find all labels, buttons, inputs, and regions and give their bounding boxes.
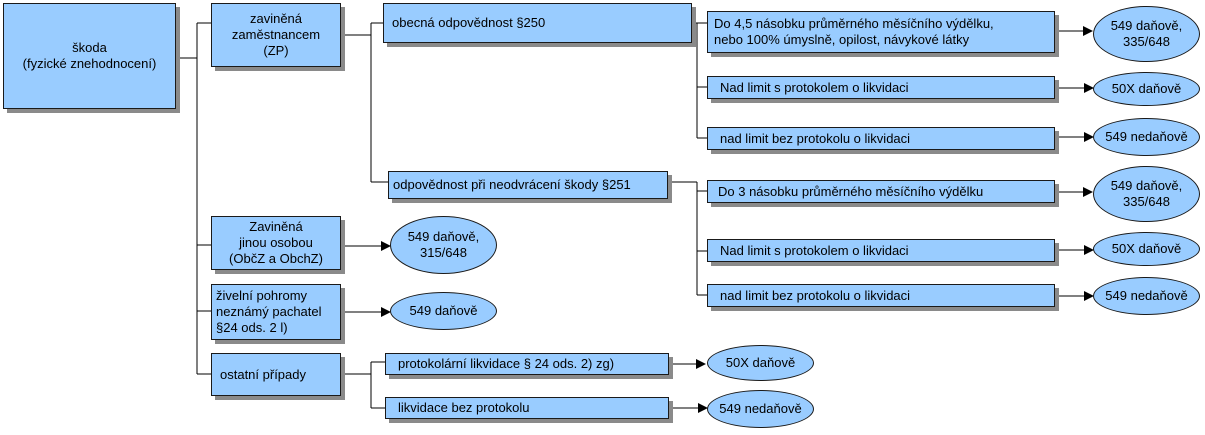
neodvraceni-limit-label: Do 3 násobku průměrného měsíčního výdělk… — [718, 183, 984, 199]
obecna-bez-protokolu-result-label: 549 nedaňově — [1105, 129, 1188, 144]
obecna-limit-node: Do 4,5 násobku průměrného měsíčního výdě… — [707, 11, 1055, 53]
zp-node: zaviněná zaměstnancem (ZP) — [211, 3, 341, 67]
jina-osoba-node: Zaviněná jinou osobou (ObčZ a ObchZ) — [211, 216, 341, 270]
neodvraceni-s-protokolem-result-label: 50X daňově — [1111, 241, 1182, 256]
protokolarni-node: protokolární likvidace § 24 ods. 2) zg) — [385, 353, 669, 375]
jina-osoba-result-label: 549 daňově, 315/648 — [407, 229, 480, 260]
neodvraceni-s-protokolem-label: Nad limit s protokolem o likvidaci — [720, 242, 909, 258]
zp-label: zaviněná zaměstnancem (ZP) — [231, 11, 321, 58]
obecna-limit-result: 549 daňově, 335/648 — [1093, 6, 1200, 62]
obecna-s-protokolem-result-label: 50X daňově — [1111, 81, 1182, 96]
protokolarni-result-label: 50X daňově — [725, 355, 796, 370]
zivelni-result: 549 daňově — [390, 292, 497, 330]
neodvraceni-bez-protokolu-node: nad limit bez protokolu o likvidaci — [707, 284, 1055, 307]
protokolarni-result: 50X daňově — [707, 345, 814, 381]
neodvraceni-bez-protokolu-result: 549 nedaňově — [1093, 277, 1200, 315]
zivelni-label: živelní pohromy neznámý pachatel §24 ods… — [216, 288, 322, 335]
obecna-s-protokolem-label: Nad limit s protokolem o likvidaci — [720, 79, 909, 95]
zivelni-node: živelní pohromy neznámý pachatel §24 ods… — [211, 284, 341, 340]
bez-protokolu-node: likvidace bez protokolu — [385, 397, 669, 419]
neodvraceni-bez-protokolu-result-label: 549 nedaňově — [1105, 288, 1188, 303]
jina-osoba-result: 549 daňově, 315/648 — [390, 216, 497, 274]
obecna-bez-protokolu-label: nad limit bez protokolu o likvidaci — [720, 130, 911, 146]
neodvraceni-limit-result-label: 549 daňově, 335/648 — [1110, 178, 1183, 209]
obecna-limit-label: Do 4,5 násobku průměrného měsíčního výdě… — [714, 16, 994, 47]
neodvraceni-limit-node: Do 3 násobku průměrného měsíčního výdělk… — [707, 180, 1055, 203]
zivelni-result-label: 549 daňově — [409, 303, 478, 318]
ostatni-label: ostatní případy — [220, 366, 306, 382]
neodvraceni-node: odpovědnost při neodvrácení škody §251 — [388, 171, 668, 199]
obecna-limit-result-label: 549 daňově, 335/648 — [1110, 18, 1183, 49]
obecna-label: obecná odpovědnost §250 — [392, 15, 546, 30]
obecna-bez-protokolu-result: 549 nedaňově — [1093, 118, 1200, 156]
obecna-bez-protokolu-node: nad limit bez protokolu o likvidaci — [707, 127, 1055, 150]
neodvraceni-s-protokolem-node: Nad limit s protokolem o likvidaci — [707, 239, 1055, 262]
protokolarni-label: protokolární likvidace § 24 ods. 2) zg) — [398, 356, 615, 371]
neodvraceni-limit-result: 549 daňově, 335/648 — [1093, 166, 1200, 222]
root-label: škoda (fyzické znehodnocení) — [22, 40, 157, 71]
obecna-s-protokolem-node: Nad limit s protokolem o likvidaci — [707, 76, 1055, 99]
obecna-node: obecná odpovědnost §250 — [383, 3, 692, 43]
neodvraceni-bez-protokolu-label: nad limit bez protokolu o likvidaci — [720, 287, 911, 303]
bez-protokolu-label: likvidace bez protokolu — [398, 400, 530, 415]
neodvraceni-s-protokolem-result: 50X daňově — [1093, 232, 1200, 266]
bez-protokolu-result-label: 549 nedaňově — [719, 401, 802, 416]
neodvraceni-label: odpovědnost při neodvrácení škody §251 — [393, 177, 631, 192]
jina-osoba-label: Zaviněná jinou osobou (ObčZ a ObchZ) — [229, 219, 323, 266]
root-node: škoda (fyzické znehodnocení) — [3, 3, 176, 109]
obecna-s-protokolem-result: 50X daňově — [1093, 72, 1200, 106]
bez-protokolu-result: 549 nedaňově — [707, 390, 814, 428]
ostatni-node: ostatní případy — [211, 353, 341, 396]
